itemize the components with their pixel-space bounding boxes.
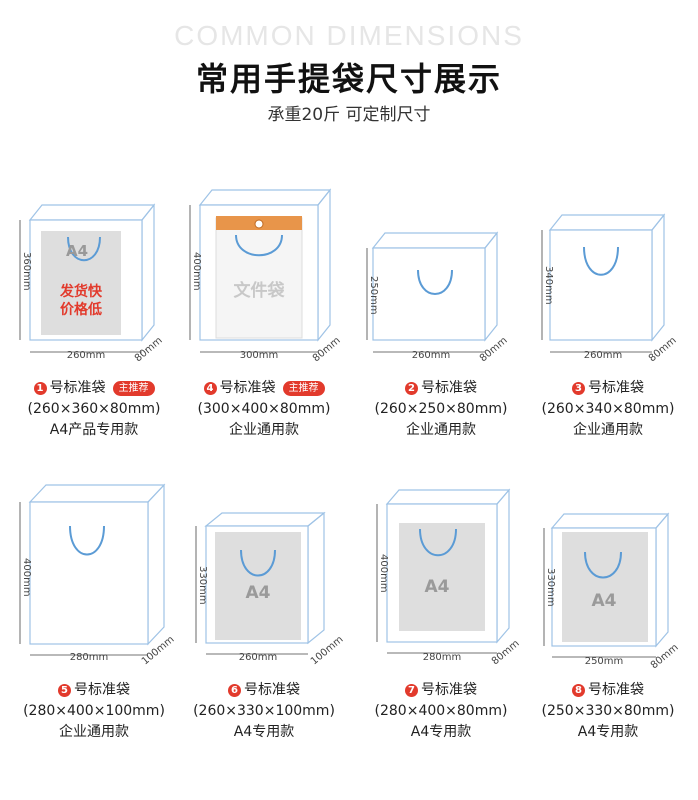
bag-number: 6 — [228, 684, 241, 697]
bag-name: 号标准袋 — [588, 380, 644, 396]
bag-use: 企业通用款 — [229, 422, 299, 438]
bag-size: (260×330×100mm) — [193, 703, 335, 719]
width-label: 260mm — [67, 350, 106, 361]
bag-illustration: 250mm 260mm 80mm — [366, 231, 510, 364]
bag-number: 5 — [58, 684, 71, 697]
height-label: 330mm — [197, 566, 208, 605]
bag-size: (280×400×80mm) — [374, 703, 508, 719]
bag-number: 3 — [572, 382, 585, 395]
bag-number: 1 — [33, 382, 47, 395]
bag-use: 企业通用款 — [406, 422, 476, 438]
promo-text-1: 发货快 — [59, 283, 103, 300]
depth-label: 100mm — [309, 634, 346, 667]
page-title: 常用手提袋尺寸展示 — [195, 60, 502, 98]
bag-use: 企业通用款 — [59, 724, 129, 740]
bag-name: 号标准袋 — [49, 380, 106, 396]
bag-name: 号标准袋 — [244, 682, 300, 698]
height-label: 400mm — [191, 252, 202, 291]
insert-label: A4 — [592, 591, 617, 611]
bag-use: A4专用款 — [410, 724, 472, 740]
bag-name: 号标准袋 — [421, 380, 477, 396]
bag-use: 企业通用款 — [573, 422, 643, 438]
promo-text-2: 价格低 — [60, 301, 102, 318]
bag-illustration: A4 发货快 价格低 360mm 260mm 80mm — [19, 203, 165, 364]
height-label: 360mm — [21, 252, 32, 291]
bag-size: (300×400×80mm) — [197, 401, 331, 417]
bag-name: 号标准袋 — [421, 682, 477, 698]
bag-use: A4专用款 — [577, 724, 639, 740]
bag-name: 号标准袋 — [74, 682, 130, 698]
height-label: 250mm — [368, 276, 379, 315]
bag-illustration: 文件袋 400mm 300mm 80mm — [189, 188, 343, 364]
height-label: 330mm — [545, 568, 556, 607]
bag-number: 7 — [405, 684, 418, 697]
bag-illustration: A4 400mm 280mm 80mm — [376, 488, 522, 667]
bag-number: 2 — [405, 382, 418, 395]
insert-label: 文件袋 — [234, 280, 286, 301]
bag-size: (280×400×100mm) — [23, 703, 165, 719]
bag-name: 号标准袋 — [219, 380, 276, 396]
bag-use: A4产品专用款 — [49, 422, 139, 438]
width-label: 300mm — [240, 350, 279, 361]
bag-size: (250×330×80mm) — [541, 703, 675, 719]
page-subtitle: 承重20斤 可定制尺寸 — [267, 105, 431, 125]
height-label: 340mm — [543, 266, 554, 305]
bag-name: 号标准袋 — [588, 682, 644, 698]
recommend-badge: 主推荐 — [112, 381, 155, 396]
width-label: 260mm — [239, 652, 278, 663]
bag-size: (260×360×80mm) — [27, 401, 161, 417]
width-label: 280mm — [70, 652, 109, 663]
bag-illustration: 340mm 260mm 80mm — [541, 213, 679, 364]
bag-illustration: A4 330mm 260mm 100mm — [195, 511, 346, 667]
recommend-badge: 主推荐 — [282, 381, 325, 396]
bag-size: (260×340×80mm) — [541, 401, 675, 417]
bag-number: 4 — [203, 382, 217, 395]
height-label: 400mm — [21, 558, 32, 597]
width-label: 250mm — [585, 656, 624, 667]
bag-use: A4专用款 — [233, 724, 295, 740]
bag-size: (260×250×80mm) — [374, 401, 508, 417]
insert-label: A4 — [66, 242, 88, 260]
insert-label: A4 — [246, 583, 271, 603]
bag-illustration: 400mm 280mm 100mm — [19, 483, 176, 667]
height-label: 400mm — [378, 554, 389, 593]
insert-label: A4 — [425, 577, 450, 597]
width-label: 260mm — [412, 350, 451, 361]
english-heading: COMMON DIMENSIONS — [174, 20, 524, 51]
width-label: 280mm — [423, 652, 462, 663]
bag-number: 8 — [572, 684, 585, 697]
bag-illustration: A4 330mm 250mm 80mm — [543, 512, 681, 671]
width-label: 260mm — [584, 350, 623, 361]
